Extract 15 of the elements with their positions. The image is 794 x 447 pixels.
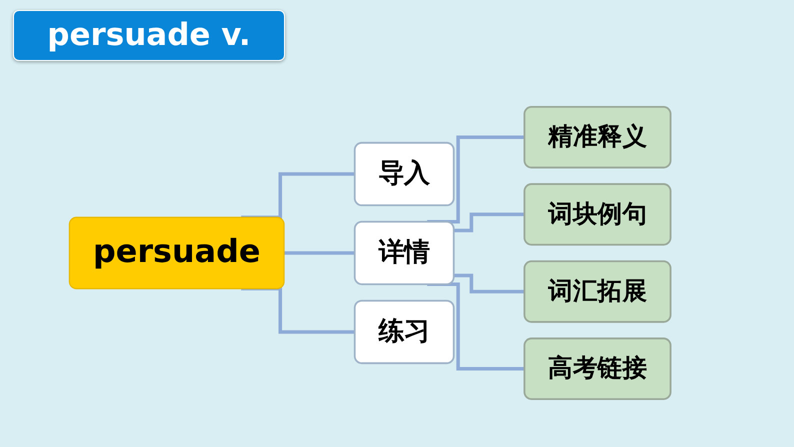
branch-topic: 练习 (354, 300, 455, 364)
subtopic: 词块例句 (524, 183, 672, 246)
connector-line (454, 212, 524, 232)
branch-topic: 详情 (354, 220, 455, 286)
subtopic: 高考链接 (524, 338, 672, 400)
subtopic: 词汇拓展 (524, 260, 672, 323)
title-banner: persuade v. (13, 10, 285, 61)
connector-line (241, 172, 355, 220)
root-topic: persuade (68, 216, 285, 290)
branch-topic: 导入 (354, 142, 455, 206)
connector-line (427, 135, 524, 224)
connector-line (241, 286, 355, 334)
connector-line (454, 274, 524, 294)
connector-line (427, 282, 524, 371)
connector-line (284, 251, 355, 255)
